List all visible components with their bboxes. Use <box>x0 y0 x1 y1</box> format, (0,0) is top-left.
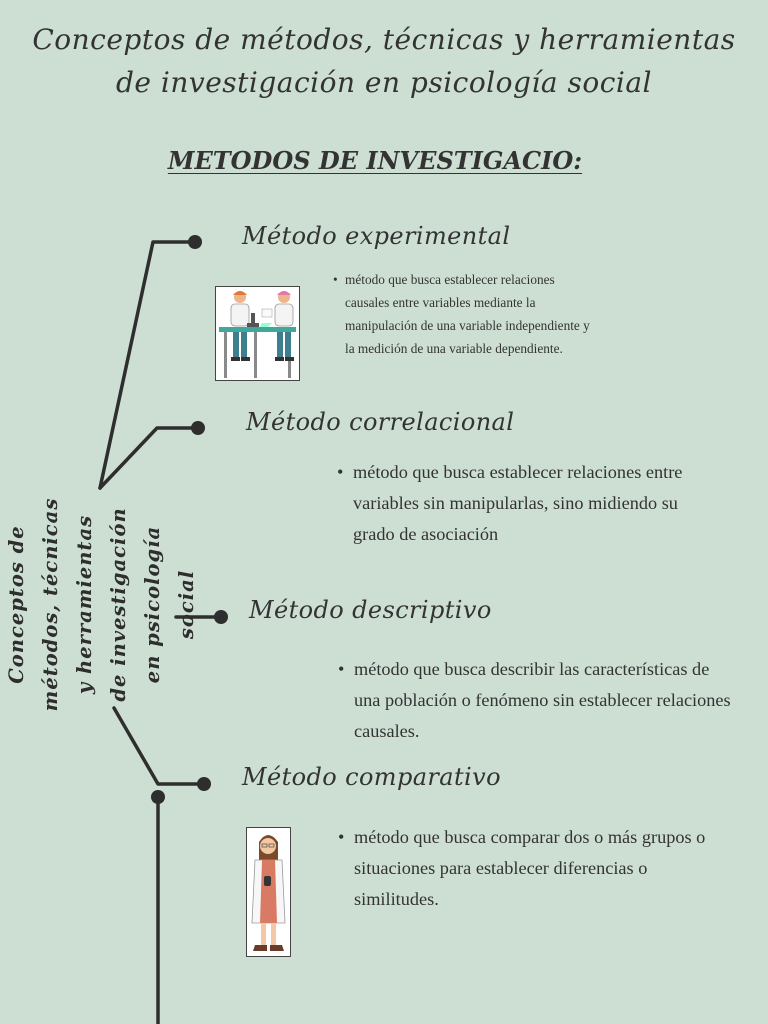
node-dot-trunk <box>151 790 165 804</box>
method-title-correlacional: Método correlacional <box>246 408 515 436</box>
central-topic-line-5: en psicología <box>141 525 164 684</box>
method-description-experimental: método que busca establecer relaciones c… <box>333 268 593 360</box>
method-title-comparativo: Método comparativo <box>242 763 501 791</box>
page-title-line-1: Conceptos de métodos, técnicas y herrami… <box>32 23 736 56</box>
section-title: METODOS DE INVESTIGACIO: <box>167 146 583 175</box>
page-title-line-2: de investigación en psicología social <box>116 66 652 99</box>
connector-experimental <box>98 240 197 490</box>
node-dot-descriptivo <box>214 610 228 624</box>
page-title: Conceptos de métodos, técnicas y herrami… <box>20 18 748 104</box>
method-description-correlacional-text: método que busca establecer relaciones e… <box>337 457 717 550</box>
method-description-descriptivo-text: método que busca describir las caracterí… <box>338 654 733 747</box>
method-description-comparativo-text: método que busca comparar dos o más grup… <box>338 822 718 915</box>
method-description-correlacional: método que busca establecer relaciones e… <box>337 457 717 550</box>
central-topic: Conceptos de métodos, técnicas y herrami… <box>0 497 204 712</box>
central-topic-line-4: de investigación <box>107 507 130 702</box>
woman-scientist-icon <box>246 827 291 957</box>
node-dot-correlacional <box>191 421 205 435</box>
central-topic-line-1: Conceptos de <box>5 525 28 684</box>
central-topic-line-6: social <box>175 569 198 640</box>
connector-correlacional <box>98 426 200 490</box>
method-description-descriptivo: método que busca describir las caracterí… <box>338 654 733 747</box>
node-dot-experimental <box>188 235 202 249</box>
node-dot-comparativo <box>197 777 211 791</box>
method-description-experimental-text: método que busca establecer relaciones c… <box>333 268 593 360</box>
central-topic-line-3: y herramientas <box>73 514 96 695</box>
scientists-lab-icon <box>215 286 300 381</box>
central-topic-line-2: métodos, técnicas <box>39 497 62 712</box>
method-title-descriptivo: Método descriptivo <box>249 596 492 624</box>
method-title-experimental: Método experimental <box>242 222 511 250</box>
connector-comparativo <box>112 706 206 786</box>
method-description-comparativo: método que busca comparar dos o más grup… <box>338 822 718 915</box>
